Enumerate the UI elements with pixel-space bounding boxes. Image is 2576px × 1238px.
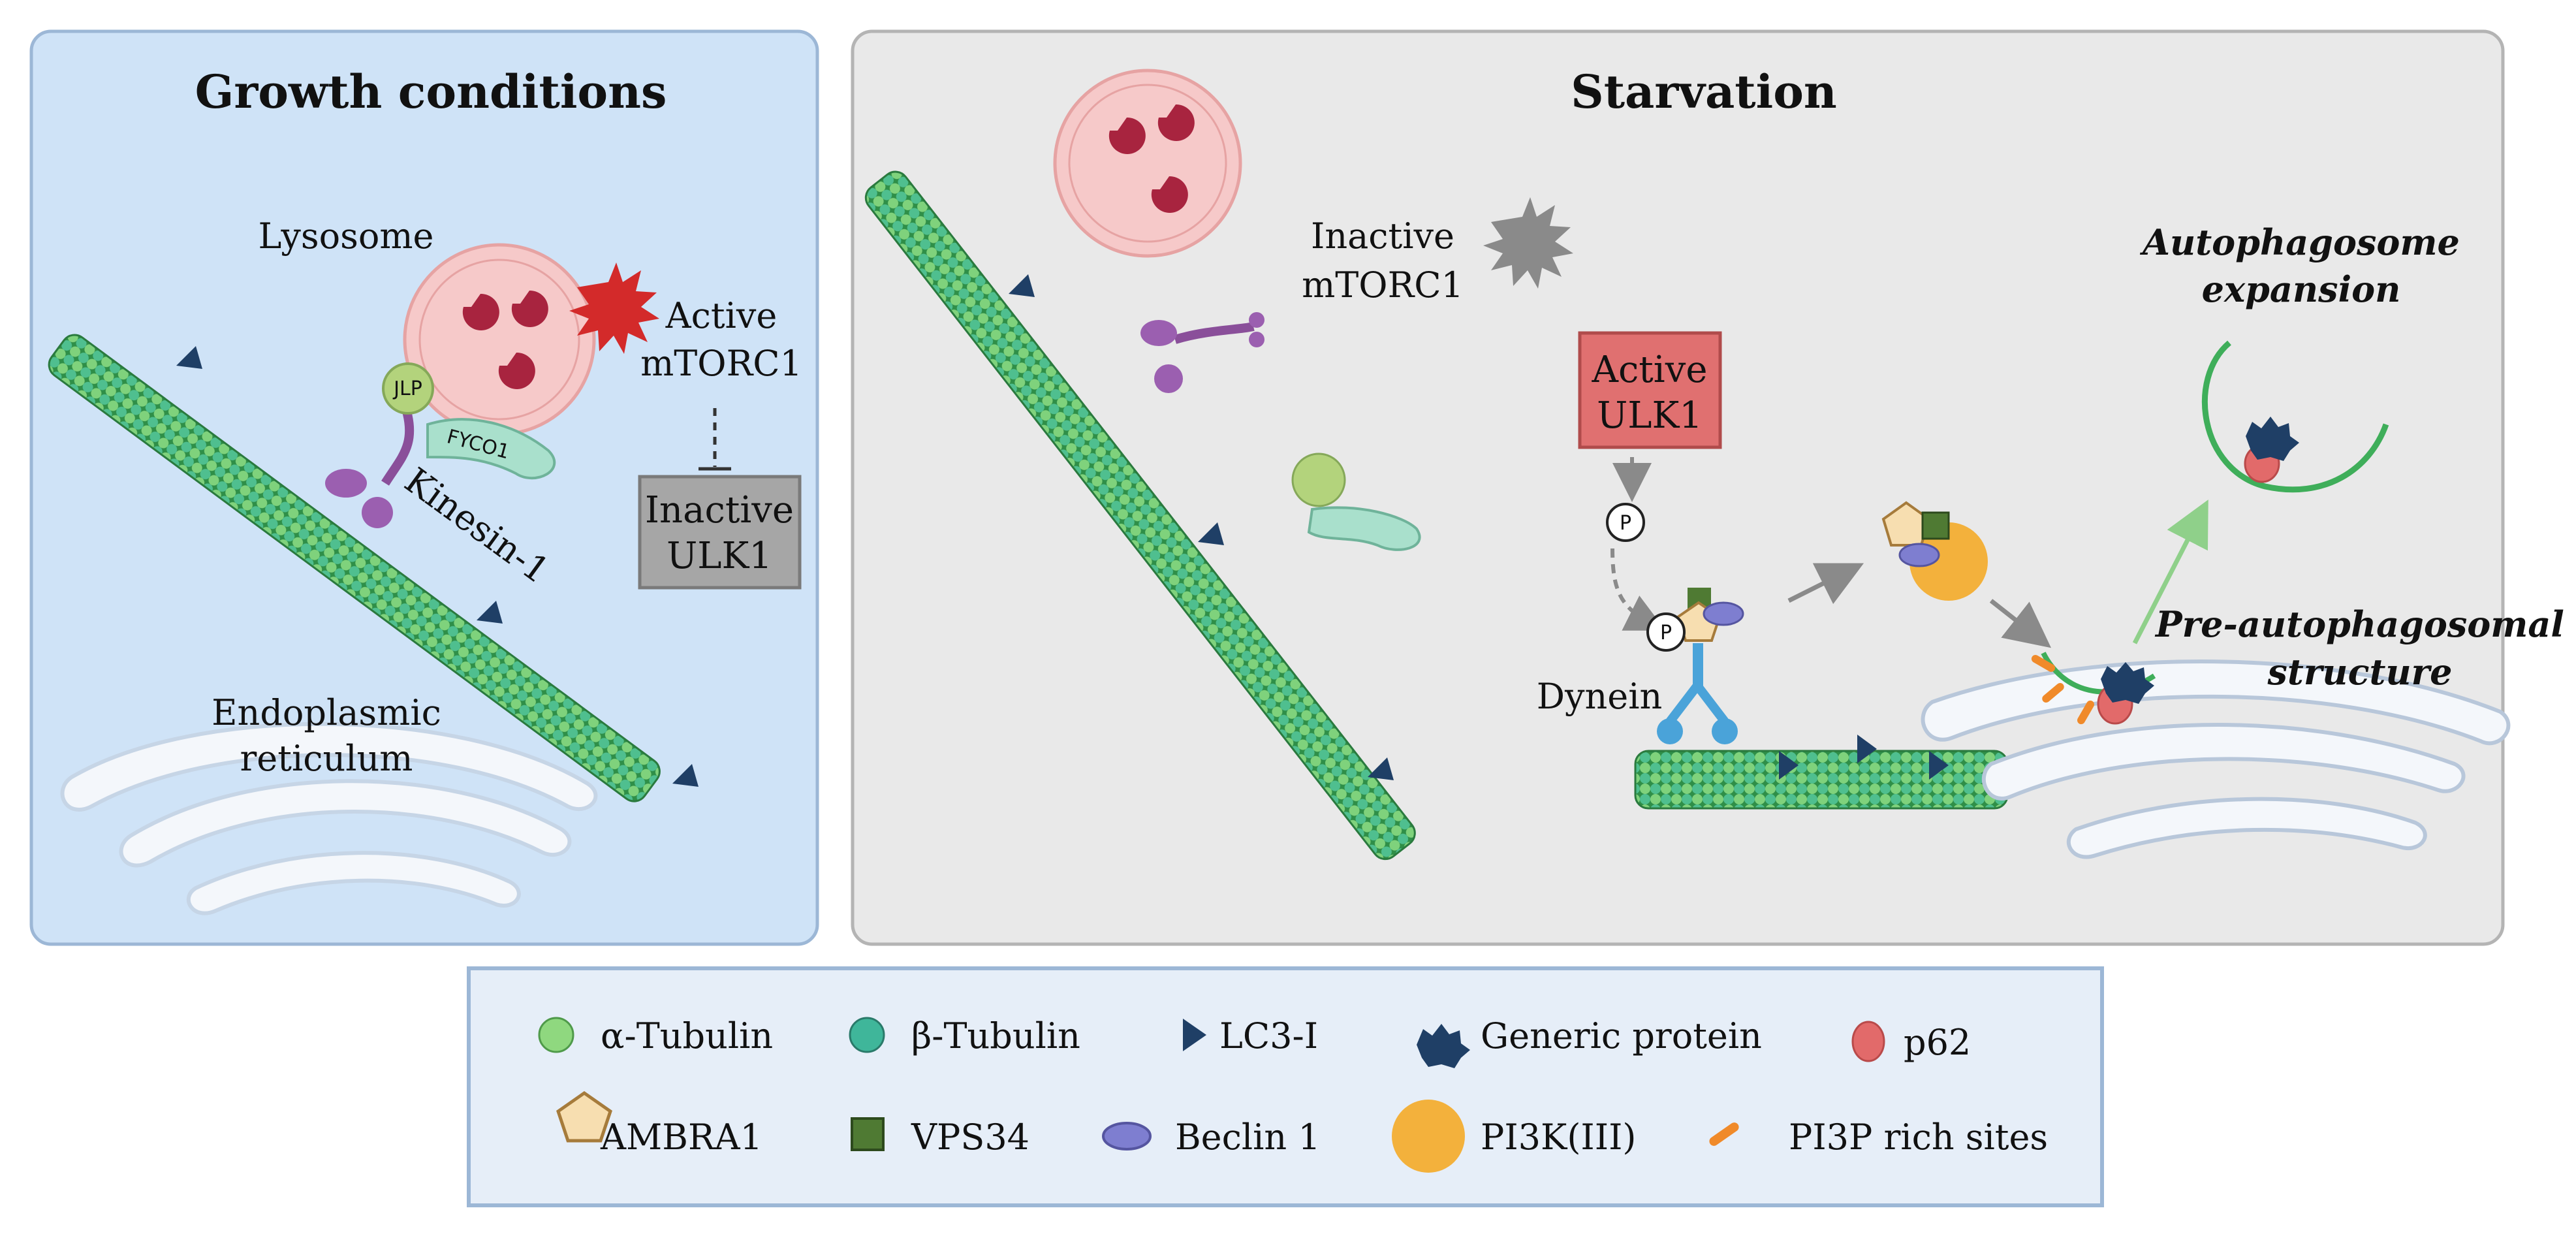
lc3-marker [1857,735,1877,763]
phospho-label: P [1620,512,1631,535]
legend-label: α-Tubulin [601,1015,773,1056]
microtubule-growth [48,334,661,802]
beta-tubulin-icon [849,1017,885,1053]
lc3-marker [1779,751,1798,780]
lc3-marker [477,601,503,624]
jlp-label: JLP [392,377,422,400]
beclin1-icon [1102,1122,1152,1151]
lysosome [403,243,596,436]
lc3-marker [1198,522,1224,545]
legend-label: β-Tubulin [911,1015,1080,1056]
phospho-dashed-arrow [1610,548,1666,631]
pi3k-icon [1392,1100,1465,1173]
endoplasmic-reticulum [60,722,598,915]
inactive-mtorc1-line2: mTORC1 [1302,264,1464,306]
phospho-circle [1606,503,1645,542]
phospho-label: P [1660,622,1672,644]
ambra1-icon [556,1090,612,1143]
autophagosome [2202,340,2389,493]
active-mtorc1-line1: Active [665,295,778,336]
legend-label: Generic protein [1481,1015,1762,1056]
lysosome-starvation [1053,69,1242,258]
legend-label: LC3-I [1219,1015,1318,1056]
pas-label-line2: structure [2267,651,2453,693]
arrow-to-autophagosome [2132,500,2208,644]
legend-box [467,966,2104,1207]
pi3p-icon [1709,1122,1739,1146]
lc3-marker [176,346,202,369]
legend-label: AMBRA1 [600,1117,762,1158]
starvation-panel [851,29,2505,946]
legend-label: PI3P rich sites [1789,1117,2048,1158]
inactive-ulk1-box [638,475,802,590]
p62-icon [1851,1021,1885,1062]
lc3-marker [672,764,699,787]
legend-label: VPS34 [911,1117,1029,1158]
active-ulk1-line1: Active [1592,349,1708,391]
microtubule-starvation [864,170,1416,861]
growth-panel [29,29,819,946]
lc3-marker [1929,751,1949,780]
lc3-marker [1368,757,1394,780]
legend-label: Beclin 1 [1175,1117,1321,1158]
detached-jlp-fyco1 [1291,452,1421,551]
inactive-ulk1-line2: ULK1 [667,535,772,577]
dynein-label: Dynein [1537,676,1663,717]
alpha-tubulin-icon [538,1017,574,1053]
lysosome-label: Lysosome [258,215,433,257]
inactive-mtorc1-icon [1483,197,1573,289]
phospho-circle [1646,612,1686,652]
er-label-line2: reticulum [240,738,413,779]
microtubule-horizontal [1634,750,2009,810]
active-mtorc1-line2: mTORC1 [640,343,802,384]
autophagosome-label-line2: expansion [2202,268,2401,310]
active-ulk1-box [1578,331,1722,449]
detached-kinesin [1140,312,1264,393]
er-label-line1: Endoplasmic [212,692,441,733]
autophagosome-label-line1: Autophagosome [2139,221,2460,263]
arrow-to-pas [1989,599,2052,648]
legend-label: PI3K(III) [1481,1117,1637,1158]
inactive-mtorc1-line1: Inactive [1311,215,1454,257]
pas-label-line1: Pre-autophagosomal [2154,603,2564,645]
kinesin-complex [325,362,556,528]
generic-protein-icon [1417,1024,1470,1068]
pi3k-complex [1881,501,1988,601]
vps34-icon [851,1117,885,1151]
arrow-to-pi3k [1787,563,1864,605]
growth-title: Growth conditions [195,65,667,119]
active-mtorc1-icon [569,262,659,354]
active-ulk1-line2: ULK1 [1597,394,1703,437]
lc3-icon [1183,1019,1206,1051]
dynein-complex [1657,588,1744,744]
pre-autophagosomal-structure [2031,652,2156,725]
starvation-title: Starvation [1571,65,1837,119]
inactive-ulk1-line1: Inactive [645,489,794,532]
lc3-marker [1009,274,1035,297]
legend-label: p62 [1904,1022,1971,1063]
